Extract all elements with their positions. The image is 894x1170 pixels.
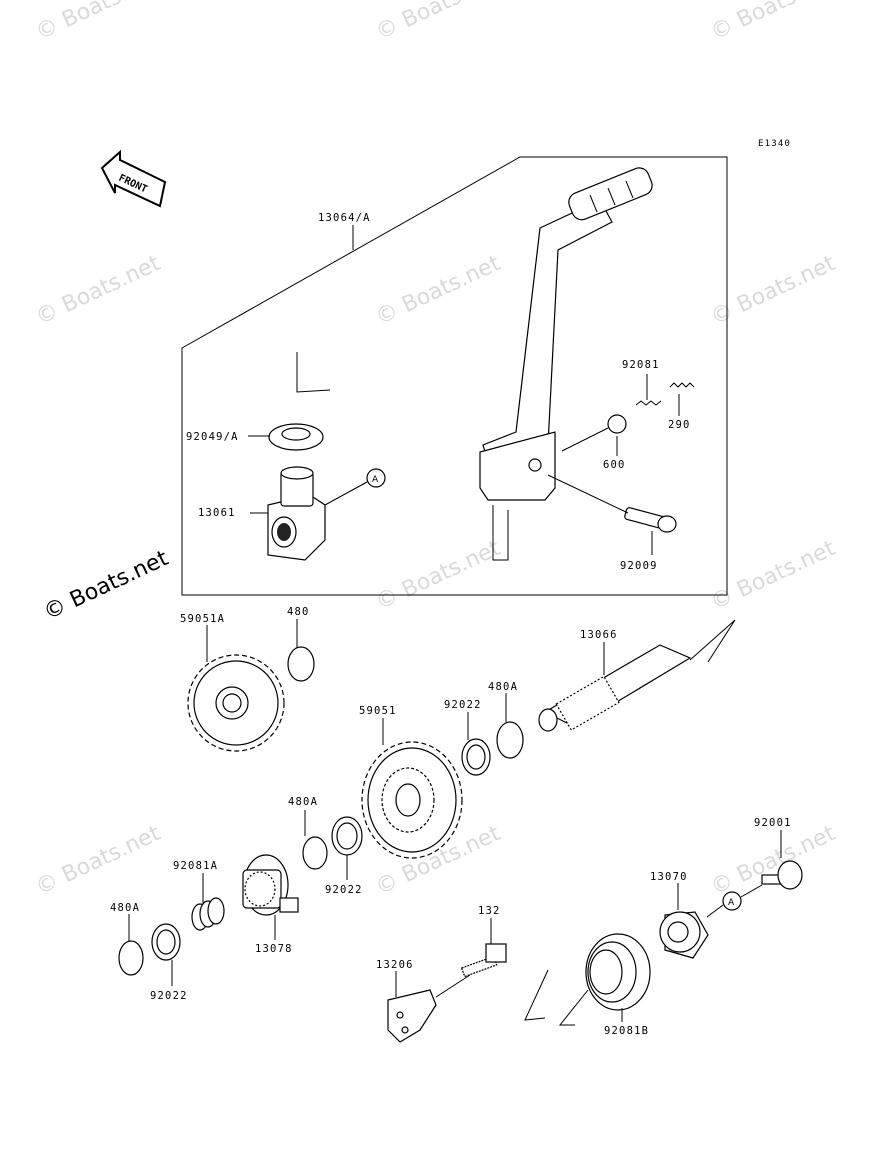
return-spring-92081b bbox=[558, 933, 651, 1026]
label-13206: 13206 bbox=[376, 959, 414, 971]
kick-pedal-boss-13061 bbox=[267, 466, 326, 561]
label-13061: 13061 bbox=[198, 507, 236, 519]
front-arrow-icon: FRONT bbox=[100, 149, 167, 208]
label-13078: 13078 bbox=[255, 943, 293, 955]
guide-13206 bbox=[387, 989, 437, 1043]
watermark-text: © Boats.net bbox=[32, 251, 165, 331]
bolt-132 bbox=[460, 943, 507, 978]
label-59051a: 59051A bbox=[180, 613, 225, 625]
label-480a-top: 480A bbox=[488, 681, 518, 693]
gear-59051a bbox=[187, 654, 285, 752]
kick-pedal-arm bbox=[479, 167, 653, 501]
label-480a-mid: 480A bbox=[288, 796, 318, 808]
circlip-480a-top bbox=[496, 721, 524, 759]
reference-marker-a-lower: A bbox=[722, 891, 742, 911]
label-480: 480 bbox=[287, 606, 310, 618]
label-92049a: 92049/A bbox=[186, 431, 239, 443]
kick-shaft-13066 bbox=[538, 644, 692, 732]
circlip-480 bbox=[287, 646, 315, 682]
reference-marker-text: A bbox=[728, 898, 735, 908]
watermark-text: © Boats.net bbox=[707, 821, 840, 901]
label-13064a: 13064/A bbox=[318, 212, 371, 224]
copyright-text: © Boats.net bbox=[40, 546, 173, 626]
kick-pedal-assembly-outline bbox=[181, 156, 728, 596]
watermark-text: © Boats.net bbox=[32, 821, 165, 901]
watermark-text: © Boats.net bbox=[372, 0, 505, 45]
circlip-480a-mid bbox=[302, 836, 328, 870]
collar-92049a bbox=[268, 423, 324, 451]
part-labels: 13064/A 92049/A 13061 92081 290 600 9200… bbox=[110, 212, 792, 1037]
label-92081: 92081 bbox=[622, 359, 660, 371]
reference-marker-text: A bbox=[372, 475, 379, 485]
label-600: 600 bbox=[603, 459, 626, 471]
circlip-480a-low bbox=[118, 940, 144, 976]
watermark-text: © Boats.net bbox=[372, 536, 505, 616]
label-92022-mid: 92022 bbox=[325, 884, 363, 896]
label-13070: 13070 bbox=[650, 871, 688, 883]
label-480a-low: 480A bbox=[110, 902, 140, 914]
watermark-text: © Boats.net bbox=[707, 0, 840, 45]
reference-marker-a-upper: A bbox=[366, 468, 386, 488]
label-92009: 92009 bbox=[620, 560, 658, 572]
label-132: 132 bbox=[478, 905, 501, 917]
bolt-92009 bbox=[624, 507, 677, 533]
ratchet-13078 bbox=[242, 854, 299, 916]
label-92022-top: 92022 bbox=[444, 699, 482, 711]
label-59051: 59051 bbox=[359, 705, 397, 717]
label-13066: 13066 bbox=[580, 629, 618, 641]
label-92081a: 92081A bbox=[173, 860, 218, 872]
label-92001: 92001 bbox=[754, 817, 792, 829]
washer-92022-top bbox=[461, 738, 491, 776]
label-92081b: 92081B bbox=[604, 1025, 649, 1037]
watermark-text: © Boats.net bbox=[32, 0, 165, 45]
diagram-code: E1340 bbox=[758, 139, 791, 149]
bolt-92001 bbox=[761, 860, 803, 890]
spring-92081 bbox=[635, 400, 662, 406]
spring-guide-13070 bbox=[659, 911, 709, 959]
ball-600 bbox=[607, 414, 627, 434]
label-92022-low: 92022 bbox=[150, 990, 188, 1002]
washer-92022-mid bbox=[331, 816, 363, 856]
watermark-text: © Boats.net bbox=[372, 251, 505, 331]
label-290: 290 bbox=[668, 419, 691, 431]
spring-92081a bbox=[191, 897, 225, 931]
spring-290 bbox=[669, 382, 695, 388]
leader-lines bbox=[128, 225, 782, 1022]
gear-59051 bbox=[361, 741, 463, 859]
washer-92022-low bbox=[151, 923, 181, 961]
